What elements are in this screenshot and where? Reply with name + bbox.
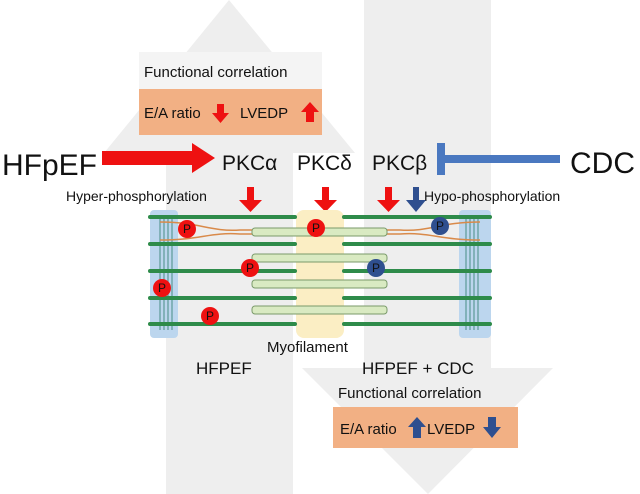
phospho-label: P bbox=[206, 309, 214, 323]
phospho-red-3 bbox=[241, 259, 259, 277]
cdc-down-arrow bbox=[302, 0, 553, 494]
phospho-label: P bbox=[246, 261, 254, 275]
cdc-down-arrow-small bbox=[406, 187, 426, 212]
phospho-sites: P P P P P P P bbox=[153, 217, 449, 325]
pkc-delta: PKCδ bbox=[297, 152, 352, 175]
arrow-down-red-icon bbox=[212, 104, 229, 123]
cdc-label: CDC bbox=[570, 147, 635, 180]
phospho-label: P bbox=[436, 219, 444, 233]
pkc-beta-down-arrow bbox=[377, 187, 400, 212]
pkc-alpha: PKCα bbox=[222, 152, 277, 175]
bottom-box-title: Functional correlation bbox=[338, 385, 481, 402]
cdc-inhibition-bar bbox=[437, 143, 445, 175]
cdc-inhibition-line bbox=[445, 155, 560, 163]
top-box-title: Functional correlation bbox=[144, 64, 287, 81]
arrow-up-red-icon bbox=[301, 102, 319, 122]
top-box bbox=[139, 89, 322, 135]
sarcomere: P P P P P P P bbox=[148, 210, 492, 338]
hfpef-label: HFpEF bbox=[2, 149, 97, 182]
pkc-alpha-down-arrow bbox=[239, 187, 262, 212]
phospho-blue-1 bbox=[431, 217, 449, 235]
phospho-label: P bbox=[312, 221, 320, 235]
phospho-blue-2 bbox=[367, 259, 385, 277]
phospho-red-1 bbox=[178, 220, 196, 238]
hypo-phosphorylation-label: Hypo-phosphorylation bbox=[424, 188, 560, 204]
phospho-red-4 bbox=[153, 279, 171, 297]
z-disc-right bbox=[459, 210, 491, 338]
hyper-phosphorylation-label: Hyper-phosphorylation bbox=[66, 188, 207, 204]
bottom-lvedp-label: LVEDP bbox=[427, 421, 475, 438]
hfpef-activation-arrow bbox=[102, 143, 215, 173]
phospho-red-2 bbox=[307, 219, 325, 237]
pkc-delta-down-arrow bbox=[314, 187, 337, 212]
phospho-red-5 bbox=[201, 307, 219, 325]
bottom-ea-label: E/A ratio bbox=[340, 421, 397, 438]
top-box-title-bg bbox=[139, 52, 322, 89]
pkc-beta: PKCβ bbox=[372, 152, 427, 175]
top-lvedp-label: LVEDP bbox=[240, 105, 288, 122]
arrow-up-blue-icon bbox=[408, 417, 426, 438]
arrow-down-blue-icon bbox=[483, 417, 501, 438]
top-ea-label: E/A ratio bbox=[144, 105, 201, 122]
myofilament-label: Myofilament bbox=[267, 339, 349, 356]
phospho-label: P bbox=[183, 222, 191, 236]
group-hfpef-label: HFPEF bbox=[196, 359, 252, 378]
group-hfpef-cdc-label: HFPEF + CDC bbox=[362, 359, 474, 378]
phospho-label: P bbox=[158, 281, 166, 295]
phospho-label: P bbox=[372, 261, 380, 275]
